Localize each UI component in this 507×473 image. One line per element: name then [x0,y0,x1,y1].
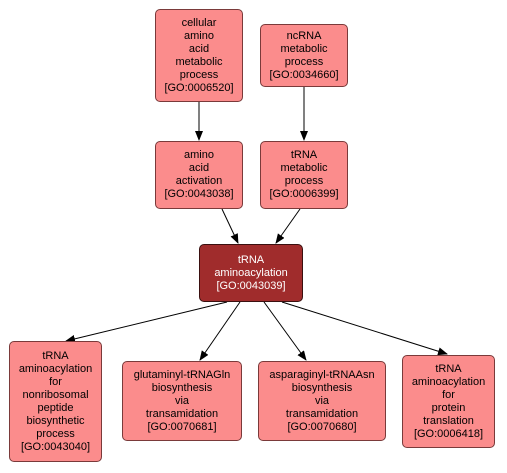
node-label-line: amino [184,149,214,161]
node-label-line: process [36,427,75,440]
node-label-line: tRNA [435,362,462,375]
node-label-line: acid [188,42,210,55]
edge-aminoacylation-to-glutaminyl [199,301,241,361]
node-label-line: metabolic [175,55,223,68]
node-label-line: [GO:0043038] [164,188,234,200]
node-label-line: [GO:0034660] [269,68,339,81]
node-cellular-amino-acid-metabolic-process[interactable]: cellular amino acid metabolic process [G… [155,9,243,102]
node-label-line: amino [184,29,214,42]
node-label-line: transamidation [145,407,219,420]
node-trna-aminoacylation[interactable]: tRNA aminoacylation [GO:0043039] [199,244,303,302]
node-ncrna-metabolic-process[interactable]: ncRNA metabolic process [GO:0034660] [260,24,348,87]
node-label-line: via [174,394,190,407]
node-label-line: [GO:0043039] [216,279,286,292]
node-label-line: cellular [181,16,217,29]
node-label-line: process [179,68,219,81]
node-label-line: for [442,388,455,401]
node-label-line: via [314,394,330,407]
edge-aminoacylation-to-nonribosomal [65,301,228,343]
node-label-line: metabolic [280,42,328,55]
node-label-line: peptide [37,401,74,414]
node-label-line: nonribosomal [22,388,89,401]
node-label-line: tRNA [237,253,265,266]
node-label-line: tRNA [290,149,318,161]
edge-activation-to-aminoacylation [221,208,239,244]
edge-aminoacylation-to-asparaginyl [263,301,307,361]
node-label-line: transamidation [285,407,359,420]
node-glutaminyl-trnagln-biosynthesis[interactable]: glutaminyl-tRNAGln biosynthesis via tran… [122,361,242,441]
node-label-line: for [49,375,62,388]
node-label-line: [GO:0043040] [20,440,91,453]
node-label-line: glutaminyl-tRNAGln [133,368,231,381]
node-label-line: activation [175,175,223,187]
node-label-line: [GO:0006399] [269,188,339,200]
edge-trna-metabolic-to-aminoacylation [275,208,301,244]
node-label-line: protein [431,401,466,414]
node-label-line: process [284,55,324,68]
node-trna-aminoacylation-nonribosomal[interactable]: tRNA aminoacylation for nonribosomal pep… [9,341,102,462]
node-label-line: acid [188,162,210,174]
node-label-line: ncRNA [286,29,322,42]
node-label-line: [GO:0070681] [147,420,217,433]
node-trna-aminoacylation-protein-translation[interactable]: tRNA aminoacylation for protein translat… [402,355,495,448]
node-label-line: [GO:0070680] [287,420,357,433]
node-label-line: aminoacylation [18,362,93,375]
node-asparaginyl-trnaasn-biosynthesis[interactable]: asparaginyl-tRNAAsn biosynthesis via tra… [258,361,386,441]
node-trna-metabolic-process[interactable]: tRNA metabolic process [GO:0006399] [260,141,348,209]
node-label-line: metabolic [280,162,328,174]
node-label-line: aminoacylation [411,375,486,388]
node-label-line: biosynthetic [26,414,85,427]
node-label-line: [GO:0006520] [164,81,234,94]
node-label-line: biosynthesis [151,381,213,394]
node-label-line: [GO:0006418] [413,427,484,440]
edge-aminoacylation-to-protein-translation [281,301,448,356]
node-label-line: biosynthesis [291,381,353,394]
node-label-line: process [284,175,324,187]
node-amino-acid-activation[interactable]: amino acid activation [GO:0043038] [155,141,243,209]
node-label-line: translation [423,414,474,427]
node-label-line: tRNA [42,349,69,362]
node-label-line: asparaginyl-tRNAAsn [269,368,375,381]
node-label-line: aminoacylation [214,266,288,279]
